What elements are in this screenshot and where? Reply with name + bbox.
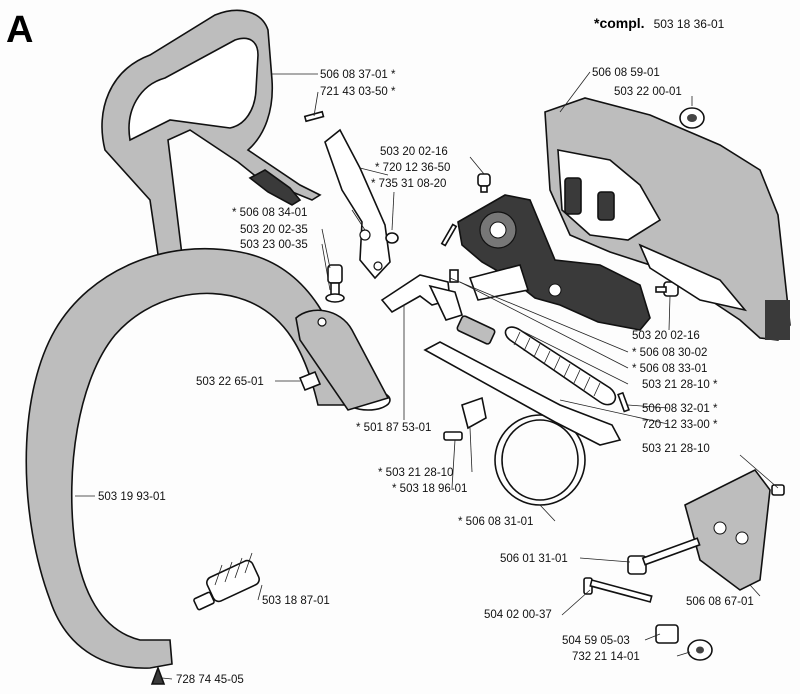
label-503-21-28-10-a: 503 21 28-10 * bbox=[642, 379, 718, 391]
brake-housing bbox=[457, 194, 651, 331]
handle-spring-bolt bbox=[193, 552, 260, 611]
label-506-08-37-01: 506 08 37-01 * bbox=[320, 69, 396, 81]
label-506-08-31-01: * 506 08 31-01 bbox=[458, 516, 533, 528]
label-721-43-03-50: 721 43 03-50 * bbox=[320, 86, 396, 98]
cover-nut bbox=[679, 107, 705, 129]
label-503-22-65-01: 503 22 65-01 bbox=[196, 376, 264, 388]
screw-shoulder bbox=[325, 264, 345, 303]
label-503-20-02-35: 503 20 02-35 bbox=[240, 224, 308, 236]
label-506-08-59-01: 506 08 59-01 bbox=[592, 67, 660, 79]
label-506-08-33-01: * 506 08 33-01 bbox=[632, 363, 707, 375]
screw-top bbox=[477, 173, 491, 193]
small-screw bbox=[449, 269, 459, 283]
label-506-01-31-01: 506 01 31-01 bbox=[500, 553, 568, 565]
brake-band-clamp bbox=[443, 396, 487, 441]
label-728-74-45-05: 728 74 45-05 bbox=[176, 674, 244, 686]
label-503-20-02-16-right: 503 20 02-16 bbox=[632, 330, 700, 342]
leader-lines bbox=[75, 71, 779, 680]
label-503-19-93-01: 503 19 93-01 bbox=[98, 491, 166, 503]
label-503-23-00-35: 503 23 00-35 bbox=[240, 239, 308, 251]
sprocket-cover bbox=[544, 97, 791, 341]
bar-guide-plate bbox=[684, 468, 771, 591]
label-503-18-87-01: 503 18 87-01 bbox=[262, 595, 330, 607]
part-labels: 506 08 37-01 * 721 43 03-50 * 506 08 59-… bbox=[98, 67, 754, 686]
section-letter: A bbox=[6, 9, 33, 51]
label-506-08-30-02: * 506 08 30-02 bbox=[632, 347, 707, 359]
label-503-20-02-16-top: 503 20 02-16 bbox=[380, 146, 448, 158]
brake-band bbox=[423, 341, 622, 506]
complete-kit-number: 503 18 36-01 bbox=[654, 17, 725, 31]
label-720-12-33-00: 720 12 33-00 * bbox=[642, 419, 718, 431]
small-pin bbox=[617, 391, 630, 413]
label-506-08-67-01: 506 08 67-01 bbox=[686, 596, 754, 608]
brake-lever-link bbox=[324, 128, 391, 280]
label-501-87-53-01: * 501 87 53-01 bbox=[356, 422, 431, 434]
label-506-08-32-01: 506 08 32-01 * bbox=[642, 403, 718, 415]
tip-screw bbox=[150, 665, 166, 685]
label-503-18-96-01: * 503 18 96-01 bbox=[392, 483, 467, 495]
bar-nut bbox=[687, 639, 713, 661]
label-735-31-08-20: * 735 31 08-20 bbox=[371, 178, 446, 190]
long-bolt-2 bbox=[583, 577, 653, 603]
plate-screw bbox=[771, 484, 785, 496]
label-732-21-14-01: 732 21 14-01 bbox=[572, 651, 640, 663]
spring-pin-top bbox=[303, 110, 325, 123]
label-506-08-34-01: * 506 08 34-01 bbox=[232, 207, 307, 219]
brake-bracket bbox=[380, 274, 496, 345]
housing-screw bbox=[655, 281, 679, 297]
adjuster-nut bbox=[655, 624, 679, 644]
label-503-21-28-10-c: * 503 21 28-10 bbox=[378, 467, 453, 479]
label-503-22-00-01: 503 22 00-01 bbox=[614, 86, 682, 98]
brake-spring bbox=[504, 326, 617, 406]
long-bolt-1 bbox=[627, 537, 701, 575]
square-nut bbox=[298, 370, 322, 392]
circlip bbox=[385, 232, 399, 244]
front-handle-guard bbox=[101, 9, 322, 270]
label-504-02-00-37: 504 02 00-37 bbox=[484, 609, 552, 621]
complete-kit-prefix: *compl. bbox=[594, 15, 645, 31]
label-720-12-36-50: * 720 12 36-50 bbox=[375, 162, 450, 174]
handlebar bbox=[25, 248, 391, 669]
label-503-21-28-10-b: 503 21 28-10 bbox=[642, 443, 710, 455]
complete-kit-note: *compl. 503 18 36-01 bbox=[594, 15, 725, 32]
label-504-59-05-03: 504 59 05-03 bbox=[562, 635, 630, 647]
spring-pin bbox=[440, 223, 458, 247]
